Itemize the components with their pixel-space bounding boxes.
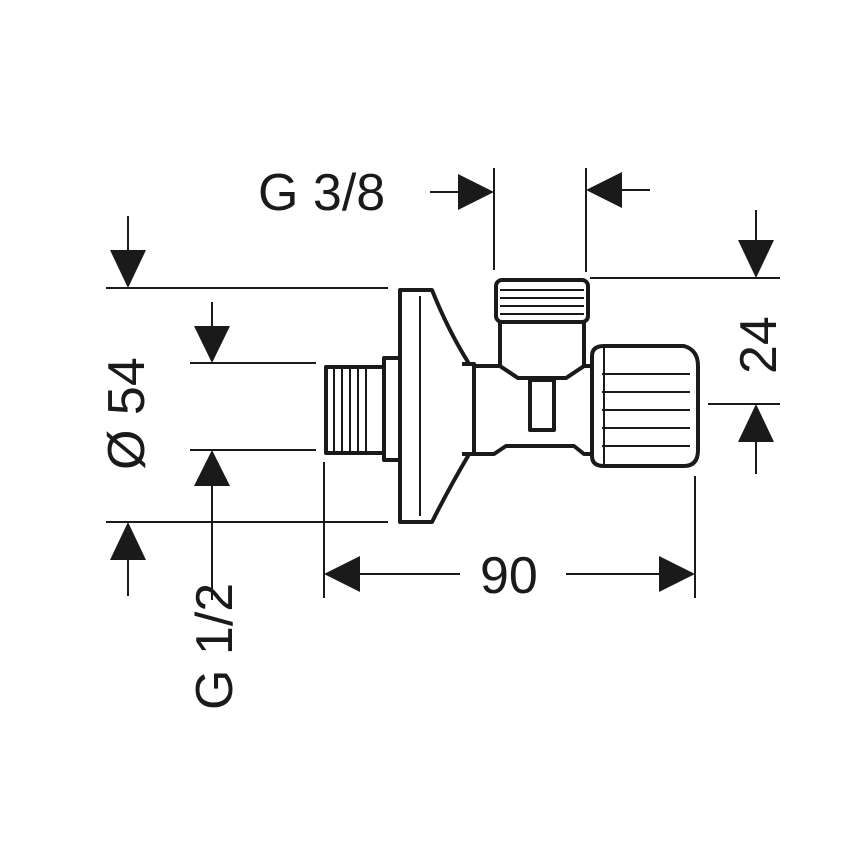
- dimension-offset-height: 24: [590, 210, 788, 474]
- rosette-diameter-label: Ø 54: [98, 357, 156, 470]
- angle-valve: [324, 278, 700, 524]
- inlet-thread-label: G 1/2: [186, 583, 244, 710]
- dimension-outlet-thread: G 3/8: [258, 164, 650, 272]
- outlet-thread-label: G 3/8: [258, 164, 385, 222]
- inlet-spigot: [324, 356, 402, 462]
- dimension-overall-length: 90: [323, 462, 696, 605]
- rosette-flange: [398, 288, 470, 524]
- handwheel: [590, 344, 700, 468]
- overall-length-label: 90: [480, 547, 538, 605]
- outlet-spigot: [494, 278, 590, 380]
- dimension-inlet-thread: G 1/2: [186, 302, 316, 710]
- dimension-rosette-diameter: Ø 54: [98, 216, 388, 596]
- body-pipe: [462, 362, 602, 456]
- offset-height-label: 24: [730, 316, 788, 374]
